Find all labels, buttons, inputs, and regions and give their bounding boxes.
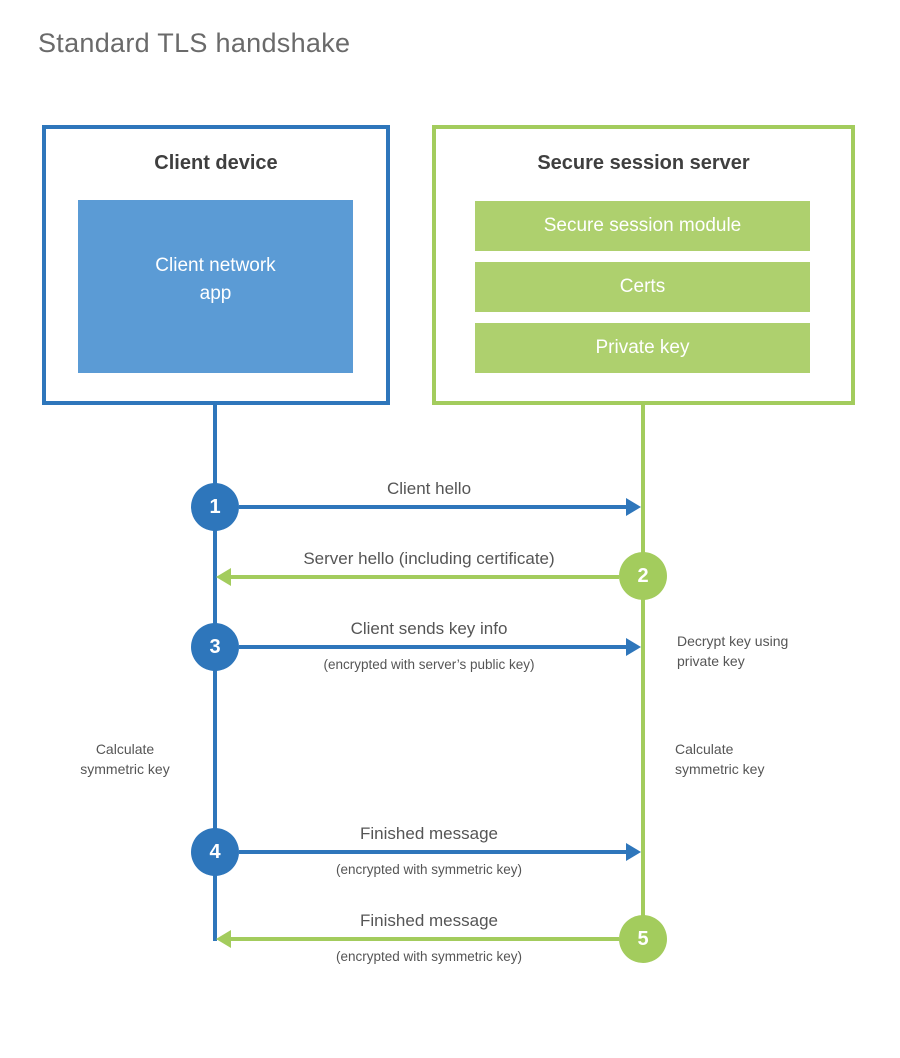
arrow-step-5-finished-message (216, 930, 619, 948)
message-sublabel-step-5: (encrypted with symmetric key) (335, 949, 523, 964)
message-label-step-5: Finished message (360, 911, 498, 930)
server-module-certs: Certs (475, 262, 810, 312)
step-number: 1 (209, 495, 221, 518)
arrow-head-left-icon (216, 568, 231, 586)
arrow-head-right-icon (626, 843, 641, 861)
client-lifeline (213, 405, 217, 941)
step-number: 3 (209, 635, 221, 658)
arrow-step-1-client-hello (239, 498, 641, 516)
arrow-shaft (239, 505, 628, 509)
page-title: Standard TLS handshake (38, 28, 351, 58)
arrow-step-4-finished-message (239, 843, 641, 861)
annotation-decrypt-key: Decrypt key using private key (677, 633, 789, 669)
annotation-calculate-symmetric-key-client: Calculate symmetric key (80, 741, 170, 777)
arrow-shaft (229, 937, 619, 941)
client-network-app-node: Client network app (78, 200, 353, 373)
arrow-shaft (239, 850, 628, 854)
server-lifeline (641, 405, 645, 939)
message-label-step-1: Client hello (386, 479, 472, 498)
message-label-step-4: Finished message (360, 824, 498, 843)
server-module-secure-session-module: Secure session module (475, 201, 810, 251)
annotation-calculate-symmetric-key-server: Calculate symmetric key (675, 741, 765, 777)
arrow-step-2-server-hello (216, 568, 619, 586)
step-circle-4: 4 (191, 828, 239, 876)
arrow-head-right-icon (626, 498, 641, 516)
client-device-title: Client device (154, 152, 278, 174)
step-circle-2: 2 (619, 552, 667, 600)
server-module-private-key: Private key (475, 323, 810, 373)
message-sublabel-step-4: (encrypted with symmetric key) (335, 862, 523, 877)
secure-session-server-title: Secure session server (537, 152, 750, 174)
step-circle-1: 1 (191, 483, 239, 531)
message-sublabel-step-3: (encrypted with server’s public key) (323, 657, 535, 672)
step-number: 2 (637, 564, 649, 587)
step-number: 4 (209, 840, 221, 863)
step-number: 5 (637, 927, 649, 950)
arrow-shaft (239, 645, 628, 649)
message-label-step-2: Server hello (including certificate) (303, 549, 555, 568)
step-circle-3: 3 (191, 623, 239, 671)
arrow-head-left-icon (216, 930, 231, 948)
arrow-step-3-client-key-info (239, 638, 641, 656)
arrow-shaft (229, 575, 619, 579)
arrow-head-right-icon (626, 638, 641, 656)
step-circle-5: 5 (619, 915, 667, 963)
message-label-step-3: Client sends key info (350, 619, 508, 638)
